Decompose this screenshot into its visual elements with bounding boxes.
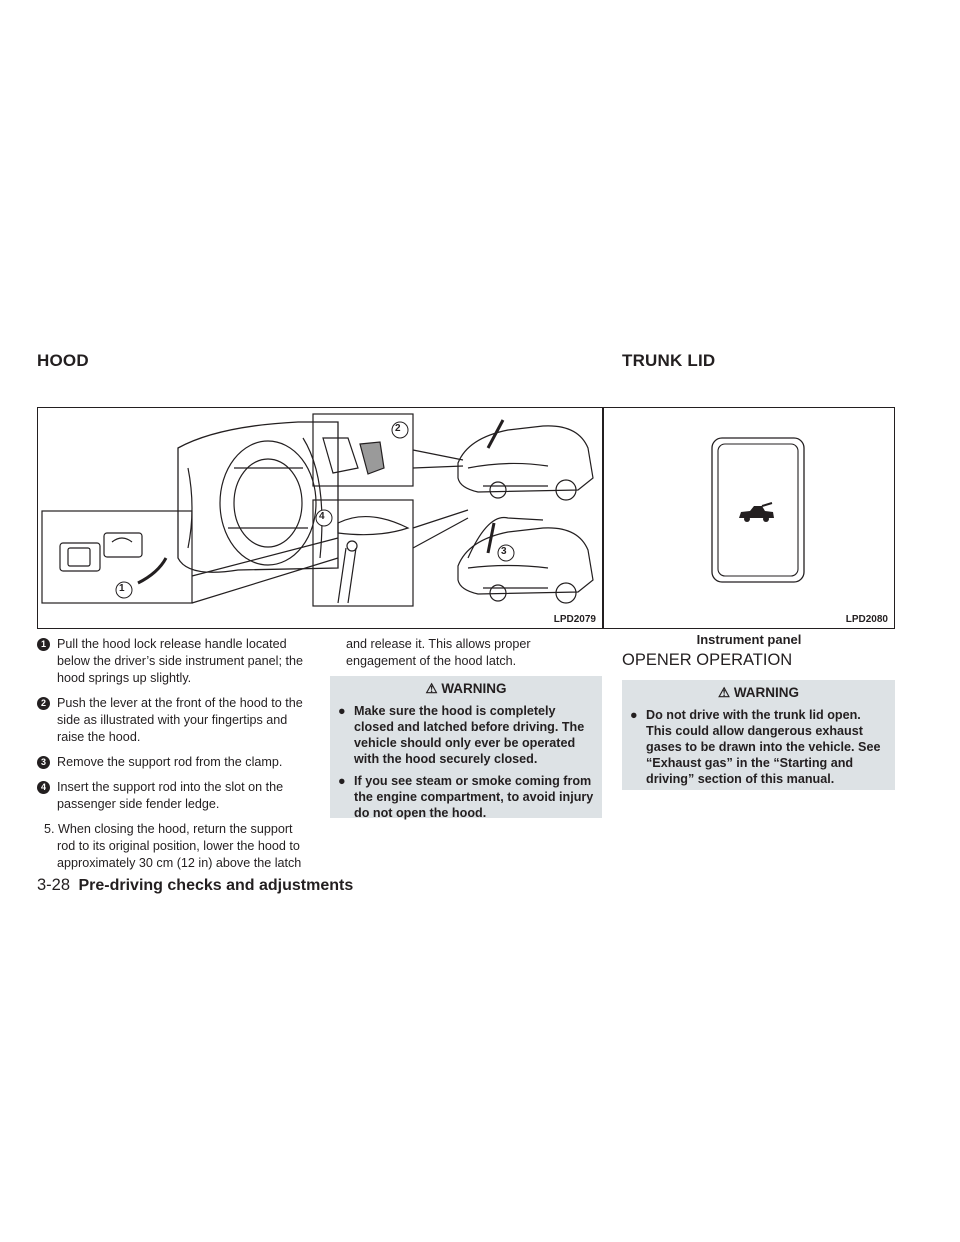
bullet-icon: ● bbox=[338, 704, 346, 718]
figure-id: LPD2080 bbox=[845, 614, 888, 625]
warning-triangle-icon: ⚠ bbox=[425, 681, 438, 696]
hood-warning-box: ⚠ WARNING ● Make sure the hood is comple… bbox=[330, 676, 602, 821]
list-item: 3 Remove the support rod from the clamp. bbox=[37, 754, 307, 771]
car-trunk-open-icon bbox=[739, 502, 774, 522]
step-number: 1 bbox=[37, 638, 50, 651]
step-text: When closing the hood, return the suppor… bbox=[57, 822, 302, 870]
warning-item: ● If you see steam or smoke coming from … bbox=[338, 773, 594, 821]
step-text: Push the lever at the front of the hood … bbox=[57, 696, 303, 744]
list-item: 1 Pull the hood lock release handle loca… bbox=[37, 636, 307, 687]
bullet-icon: ● bbox=[630, 708, 638, 722]
list-item: 5. When closing the hood, return the sup… bbox=[37, 821, 307, 872]
step-text: Pull the hood lock release handle locate… bbox=[57, 637, 303, 685]
hood-procedure-diagram bbox=[41, 413, 594, 607]
list-item: 4 Insert the support rod into the slot o… bbox=[37, 779, 307, 813]
warning-heading: ⚠ WARNING bbox=[630, 685, 887, 701]
warning-text: Do not drive with the trunk lid open. Th… bbox=[646, 708, 881, 786]
callout-2: 2 bbox=[395, 423, 401, 434]
hood-heading: HOOD bbox=[37, 351, 89, 370]
bullet-icon: ● bbox=[338, 774, 346, 788]
opener-operation-heading: OPENER OPERATION bbox=[622, 651, 793, 669]
callout-4: 4 bbox=[319, 511, 325, 522]
hood-steps: 1 Pull the hood lock release handle loca… bbox=[37, 636, 307, 872]
step-text: Insert the support rod into the slot on … bbox=[57, 780, 284, 811]
warning-text: Make sure the hood is completely closed … bbox=[354, 704, 585, 766]
figure-caption: Instrument panel bbox=[696, 632, 802, 647]
warning-item: ● Make sure the hood is completely close… bbox=[338, 703, 594, 767]
callout-1: 1 bbox=[119, 583, 125, 594]
step-number: 4 bbox=[37, 781, 50, 794]
trunk-switch-diagram bbox=[711, 437, 805, 583]
warning-title: WARNING bbox=[733, 685, 800, 700]
page-footer: 3-28 Pre-driving checks and adjustments bbox=[37, 876, 353, 895]
warning-text: If you see steam or smoke coming from th… bbox=[354, 774, 594, 820]
list-item: 2 Push the lever at the front of the hoo… bbox=[37, 695, 307, 746]
warning-heading: ⚠ WARNING bbox=[338, 681, 594, 697]
step-5-continued: and release it. This allows proper engag… bbox=[346, 637, 531, 668]
step-text: Remove the support rod from the clamp. bbox=[57, 755, 283, 769]
trunk-warning-box: ⚠ WARNING ● Do not drive with the trunk … bbox=[622, 680, 895, 790]
step-number: 2 bbox=[37, 697, 50, 710]
warning-triangle-icon: ⚠ bbox=[717, 685, 731, 700]
step-number: 5. bbox=[44, 822, 55, 836]
page-number: 3-28 bbox=[37, 876, 71, 894]
trunk-illustration: LPD2080 bbox=[603, 407, 895, 629]
figure-id: LPD2079 bbox=[553, 614, 596, 625]
section-name: Pre-driving checks and adjustments bbox=[78, 877, 354, 894]
warning-title: WARNING bbox=[441, 681, 507, 696]
step-number: 3 bbox=[37, 756, 50, 769]
trunk-lid-heading: TRUNK LID bbox=[622, 351, 716, 370]
hood-illustration: 1 2 3 4 LPD2079 bbox=[37, 407, 603, 629]
warning-item: ● Do not drive with the trunk lid open. … bbox=[630, 707, 887, 787]
callout-3: 3 bbox=[501, 546, 507, 557]
